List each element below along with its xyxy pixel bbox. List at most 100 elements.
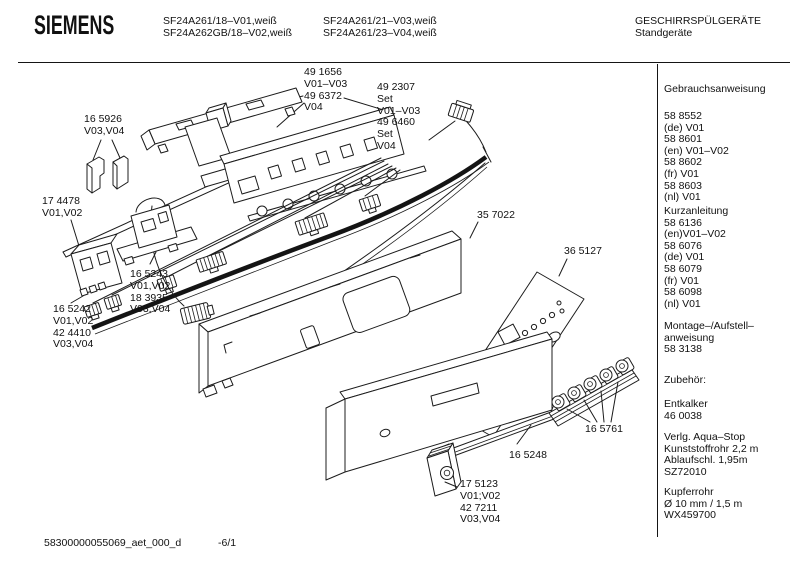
model-line: SF24A261/18–V01,weiß: [163, 15, 277, 27]
sidebar-line: (nl) V01: [664, 297, 701, 310]
part-label-line: V04: [304, 101, 323, 114]
sidebar-line: 58 6098: [664, 286, 702, 299]
part-35-7022-drawing: [198, 221, 479, 398]
sidebar-line: (en)V01–V02: [664, 228, 726, 241]
sidebar-line: Verlg. Aqua–Stop: [664, 431, 746, 443]
document-id: 58300000055069_aet_000_d: [44, 537, 182, 549]
product-group-line: GESCHIRRSPÜLGERÄTE: [635, 15, 762, 27]
part-label-line: V04: [377, 139, 396, 152]
sidebar-line: 58 6076: [664, 239, 702, 252]
part-label-line: 49 2307: [377, 81, 415, 93]
sidebar-line: SZ72010: [664, 465, 707, 478]
part-label-line: V01–V03: [304, 77, 348, 90]
part-label-16-5248: 16 5248: [509, 449, 547, 462]
part-label-16-5761: 16 5761: [585, 423, 623, 436]
part-label-line: V01,V02: [130, 279, 171, 292]
sidebar-line: anweisung: [664, 331, 715, 344]
sidebar-section: Gebrauchsanweisung: [664, 83, 766, 96]
part-label-line: V01;V02: [460, 489, 501, 502]
sidebar-line: WX459700: [664, 509, 716, 522]
part-label-line: 49 1656: [304, 66, 342, 78]
sidebar-line: Ablaufschl. 1,95m: [664, 454, 748, 467]
sidebar-line: Gebrauchsanweisung: [664, 83, 766, 95]
sidebar-line: 58 8602: [664, 156, 702, 169]
content-divider: [657, 64, 658, 537]
part-label-line: 17 4478: [42, 195, 80, 207]
part-16-5243-drawing: [116, 197, 198, 266]
header-divider: [18, 62, 790, 63]
part-label-line: V03,V04: [84, 124, 125, 137]
part-label-line: V03,V04: [130, 303, 171, 316]
part-label-line: V03,V04: [460, 513, 501, 526]
part-label-line: V01,V02: [53, 314, 94, 327]
sidebar-line: (en) V01–V02: [664, 144, 729, 157]
model-line: SF24A262GB/18–V02,weiß: [163, 27, 292, 39]
part-label-line: 16 5926: [84, 113, 122, 125]
part-label-line: 16 5242: [53, 303, 91, 315]
model-column-2: SF24A261/21–V03,weiß SF24A261/23–V04,wei…: [323, 15, 437, 39]
sidebar-line: Zubehör:: [664, 374, 707, 386]
sidebar-line: (de) V01: [664, 121, 705, 134]
model-column-1: SF24A261/18–V01,weiß SF24A262GB/18–V02,w…: [163, 15, 292, 39]
sidebar-line: Kunststoffrohr 2,2 m: [664, 442, 759, 455]
sidebar-line: Entkalker: [664, 398, 708, 410]
sidebar-section: Zubehör:: [664, 374, 707, 387]
sidebar-line: Kupferrohr: [664, 486, 714, 498]
sidebar-line: Ø 10 mm / 1,5 m: [664, 497, 743, 510]
sidebar-line: (fr) V01: [664, 274, 700, 287]
part-label-line: Set: [377, 128, 393, 141]
sidebar-line: 46 0038: [664, 409, 702, 422]
part-16-5761-drawing: [548, 357, 640, 427]
sidebar-line: (de) V01: [664, 251, 705, 264]
part-label-line: 18 3935: [130, 291, 168, 304]
part-label-line: 36 5127: [564, 245, 602, 257]
part-label-line: 42 4410: [53, 326, 91, 339]
part-label-line: 17 5123: [460, 478, 498, 490]
sidebar-line: 58 8603: [664, 179, 702, 192]
harness-49-2307-drawing: [83, 99, 492, 335]
siemens-logo: SIEMENS: [34, 10, 115, 40]
part-label-line: 49 6460: [377, 116, 415, 129]
part-16-5242-drawing: [70, 233, 123, 304]
part-label-line: 35 7022: [477, 209, 515, 221]
part-label-line: 16 5248: [509, 449, 547, 461]
part-label-line: 42 7211: [460, 501, 498, 514]
sidebar-line: 58 6136: [664, 216, 702, 229]
model-line: SF24A261/21–V03,weiß: [323, 15, 437, 27]
sidebar-line: 58 8601: [664, 133, 702, 146]
sidebar-line: (nl) V01: [664, 191, 701, 204]
model-line: SF24A261/23–V04,weiß: [323, 27, 437, 39]
part-label-line: 49 6372: [304, 89, 342, 102]
part-label-line: Set: [377, 92, 393, 105]
part-label-line: V01,V02: [42, 206, 83, 219]
sidebar-line: 58 8552: [664, 110, 702, 122]
sidebar-line: Kurzanleitung: [664, 205, 729, 217]
part-label-36-5127: 36 5127: [564, 245, 602, 258]
part-label-line: V03,V04: [53, 338, 94, 351]
sidebar-line: Montage–/Aufstell–: [664, 320, 754, 332]
part-label-line: 16 5761: [585, 423, 623, 435]
sidebar-line: (fr) V01: [664, 167, 700, 180]
part-label-35-7022: 35 7022: [477, 209, 515, 222]
sheet-number: -6/1: [218, 537, 237, 549]
part-17-5123-drawing: [426, 442, 462, 497]
sidebar-line: 58 3138: [664, 343, 702, 356]
part-label-line: V01–V03: [377, 104, 421, 117]
product-group: GESCHIRRSPÜLGERÄTE Standgeräte: [635, 15, 761, 39]
